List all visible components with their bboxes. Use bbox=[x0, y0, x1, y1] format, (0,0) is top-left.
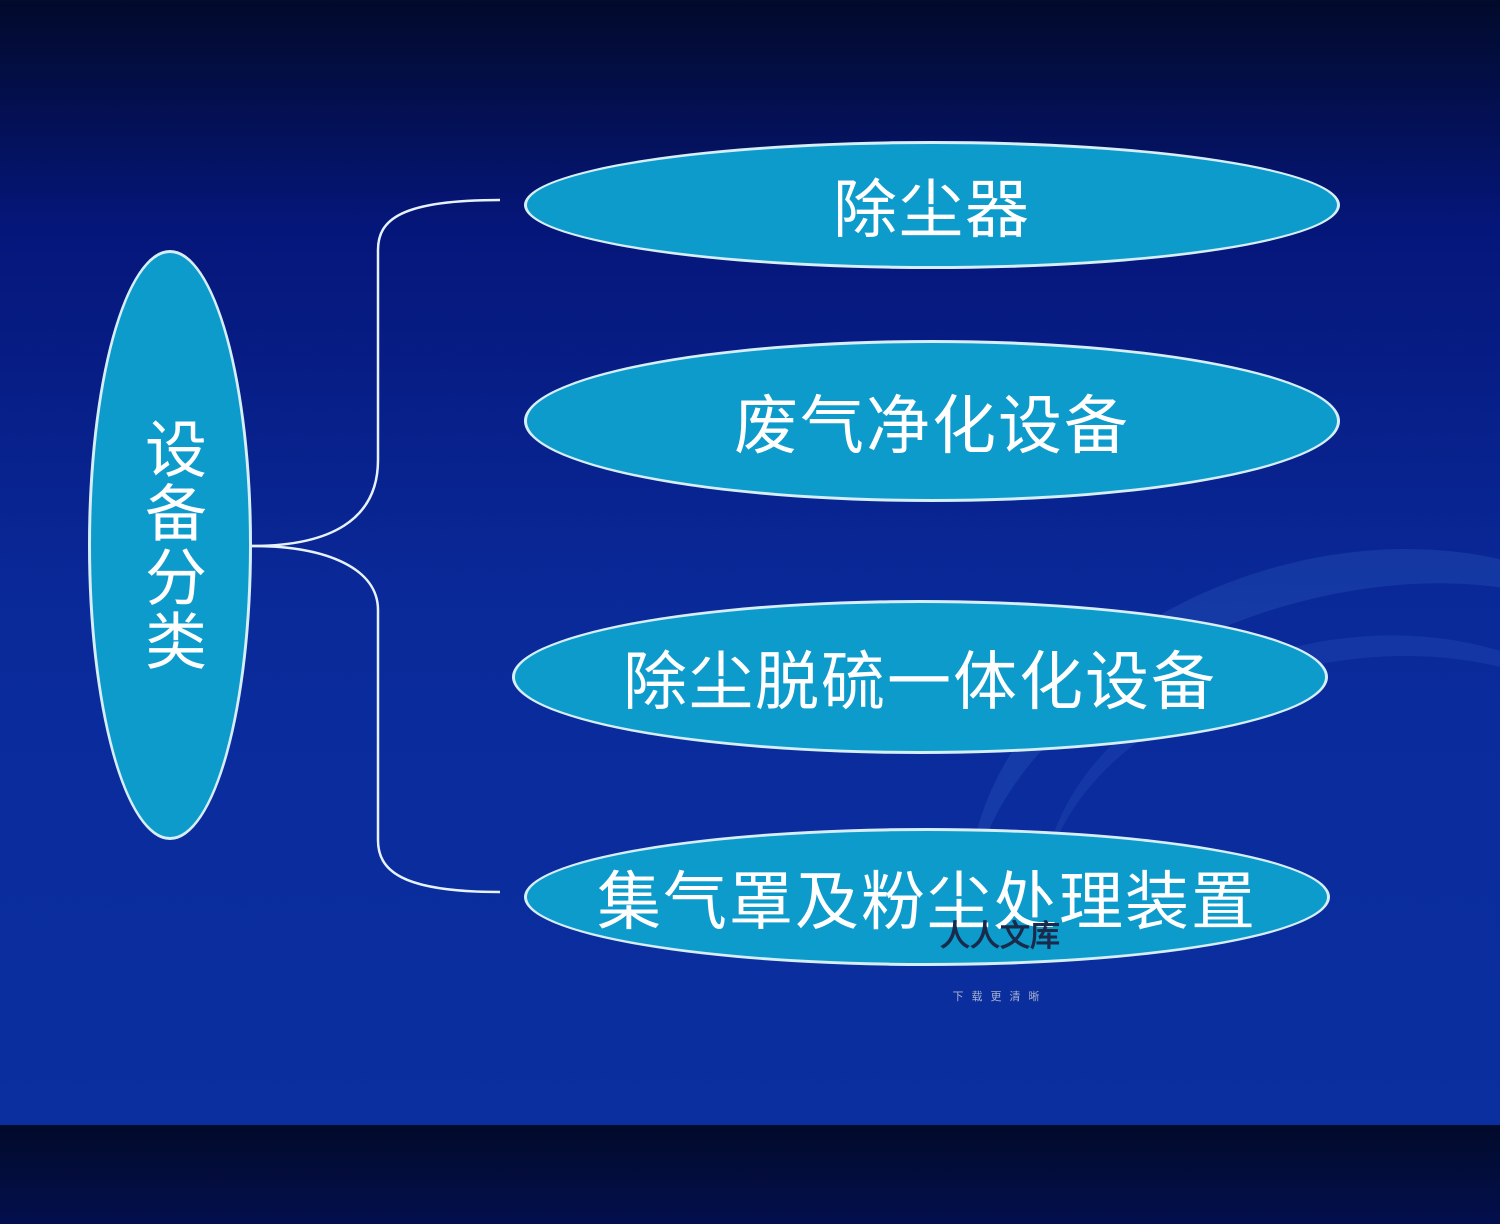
brace-bottom bbox=[251, 544, 501, 894]
root-node: 设备分类 bbox=[88, 250, 252, 840]
child-node-label: 除尘器 bbox=[833, 174, 1031, 248]
brace-top bbox=[251, 198, 501, 548]
child-node-dust-desulfurization: 除尘脱硫一体化设备 bbox=[512, 600, 1328, 754]
watermark-subtitle: 下载更清晰 bbox=[952, 990, 1048, 1003]
brace-connector bbox=[251, 198, 501, 894]
child-node-exhaust-purification: 废气净化设备 bbox=[524, 340, 1340, 502]
root-node-label: 设备分类 bbox=[134, 417, 207, 673]
child-node-label: 除尘脱硫一体化设备 bbox=[623, 646, 1217, 720]
child-node-gas-hood: 集气罩及粉尘处理装置 bbox=[524, 828, 1330, 966]
child-node-dust-collector: 除尘器 bbox=[524, 141, 1340, 269]
watermark: 人人文库 下载更清晰 bbox=[930, 922, 1070, 1004]
child-node-label: 集气罩及粉尘处理装置 bbox=[597, 866, 1257, 940]
watermark-title: 人人文库 bbox=[940, 919, 1060, 954]
child-node-label: 废气净化设备 bbox=[734, 390, 1130, 464]
